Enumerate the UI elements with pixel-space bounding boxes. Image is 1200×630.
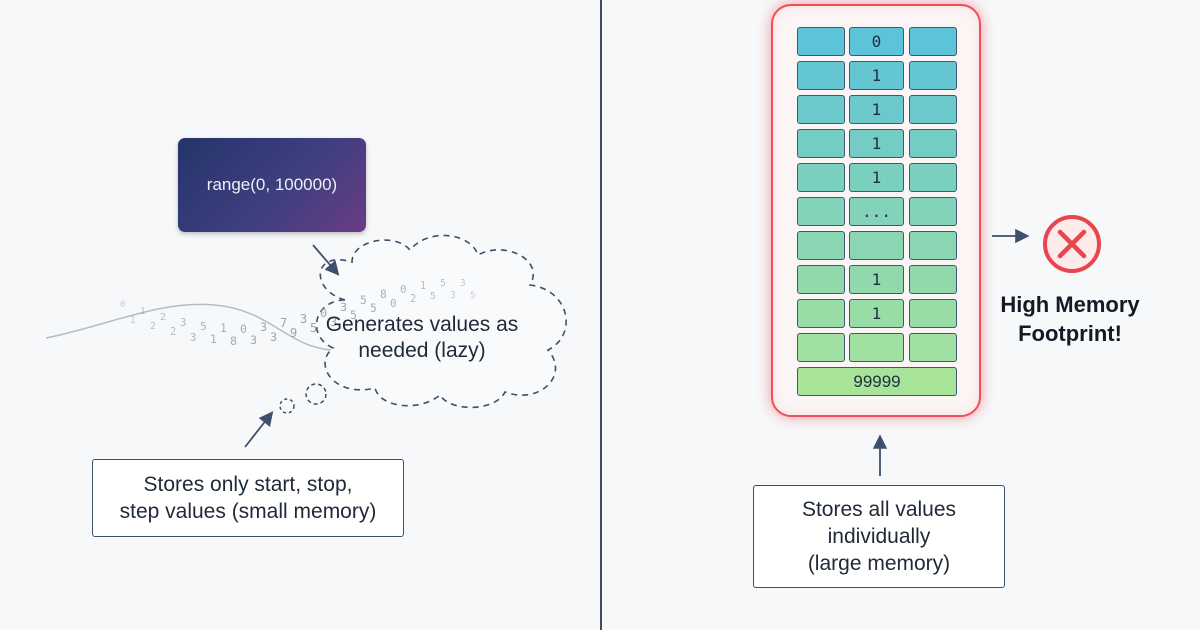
stream-digit: 5 <box>350 308 357 323</box>
thought-bubble-small <box>305 383 327 405</box>
thought-bubble-tiny <box>279 398 295 414</box>
stream-digit: 3 <box>340 299 348 314</box>
range-call-label: range(0, 100000) <box>206 175 338 194</box>
stream-digit: 1 <box>130 315 136 327</box>
stream-digit: 1 <box>210 333 217 347</box>
stream-digit: 5 <box>430 290 437 302</box>
memory-cell <box>909 197 957 226</box>
stream-digit: 3 <box>300 311 308 326</box>
memory-cell <box>797 129 845 158</box>
stream-digit: 2 <box>150 321 156 333</box>
arrow-note-to-cloud <box>244 411 274 448</box>
left-note-line-2: step values (small memory) <box>119 500 377 523</box>
cell-last: 99999 <box>797 367 957 396</box>
stream-digit: 5 <box>470 291 476 302</box>
stream-digit: 8 <box>380 287 387 301</box>
stream-digit: 5 <box>440 278 446 290</box>
memory-cell <box>909 231 957 260</box>
stream-digit: 3 <box>270 330 278 345</box>
stream-digit: 3 <box>250 333 258 348</box>
stream-digit: 3 <box>180 316 187 329</box>
memory-cell <box>797 163 845 192</box>
memory-cell <box>797 197 845 226</box>
memory-cell <box>909 129 957 158</box>
warning-line-2: Footprint! <box>1018 321 1122 346</box>
range-call-box: range(0, 100000) <box>178 138 366 232</box>
stream-digit: 3 <box>450 290 456 301</box>
arrow-range-to-cloud <box>312 244 340 276</box>
value-cell: 1 <box>849 129 904 158</box>
right-note-line-1: Stores all values <box>801 498 957 521</box>
right-note-box: Stores all values individually (large me… <box>753 485 1005 588</box>
stream-digit: 7 <box>280 316 288 331</box>
stream-digit: 1 <box>220 321 227 335</box>
stream-digit: 5 <box>200 320 207 334</box>
value-cell: 1 <box>849 95 904 124</box>
left-note-line-1: Stores only start, stop, <box>143 473 353 496</box>
memory-cell <box>797 333 845 362</box>
circle-x-icon <box>1043 215 1101 273</box>
stream-digit: 2 <box>410 293 417 306</box>
memory-cell <box>909 61 957 90</box>
stream-digit: 9 <box>290 326 298 341</box>
stream-digit: 1 <box>420 279 427 292</box>
stream-digit: 5 <box>360 293 367 308</box>
stream-digit: 3 <box>330 314 338 329</box>
value-cell: 0 <box>849 27 904 56</box>
memory-cell <box>797 299 845 328</box>
value-cell: 1 <box>849 61 904 90</box>
value-cell: ... <box>849 197 904 226</box>
stream-digit: 5 <box>370 302 377 316</box>
warning-line-1: High Memory <box>1000 292 1140 317</box>
right-note-line-2: individually <box>827 525 931 548</box>
memory-cell <box>909 27 957 56</box>
stream-digit: 0 <box>320 305 328 320</box>
value-cell: 1 <box>849 163 904 192</box>
cloud-text: Generates values as needed (lazy) <box>325 313 519 362</box>
value-cell <box>849 231 904 260</box>
memory-cell <box>797 95 845 124</box>
value-cell: 1 <box>849 265 904 294</box>
stream-digit: 0 <box>240 321 247 336</box>
memory-cell <box>909 265 957 294</box>
memory-cell <box>909 95 957 124</box>
memory-cell <box>797 265 845 294</box>
right-note-line-3: (large memory) <box>807 552 951 575</box>
stream-digit: 2 <box>170 326 177 339</box>
memory-cell <box>797 27 845 56</box>
memory-cell <box>909 299 957 328</box>
left-note-box: Stores only start, stop, step values (sm… <box>92 459 404 537</box>
memory-cell <box>797 231 845 260</box>
stream-digit: 3 <box>190 330 197 344</box>
value-cell <box>849 333 904 362</box>
memory-cell <box>909 163 957 192</box>
stream-digit: 1 <box>140 306 146 318</box>
stream-digit: 2 <box>160 311 167 323</box>
stream-digit: 0 <box>400 283 407 297</box>
value-cell: 1 <box>849 299 904 328</box>
stream-digit: 5 <box>310 320 318 335</box>
stream-digit: 0 <box>120 300 126 310</box>
panel-divider <box>600 0 602 630</box>
memory-cell <box>797 61 845 90</box>
stream-digit: 3 <box>460 278 466 290</box>
stream-digit: 8 <box>230 333 237 348</box>
thought-cloud <box>315 234 567 409</box>
stream-digit: 3 <box>260 319 268 334</box>
memory-cell <box>909 333 957 362</box>
stream-digit: 0 <box>390 297 397 311</box>
high-memory-warning: High Memory Footprint! <box>985 290 1155 348</box>
